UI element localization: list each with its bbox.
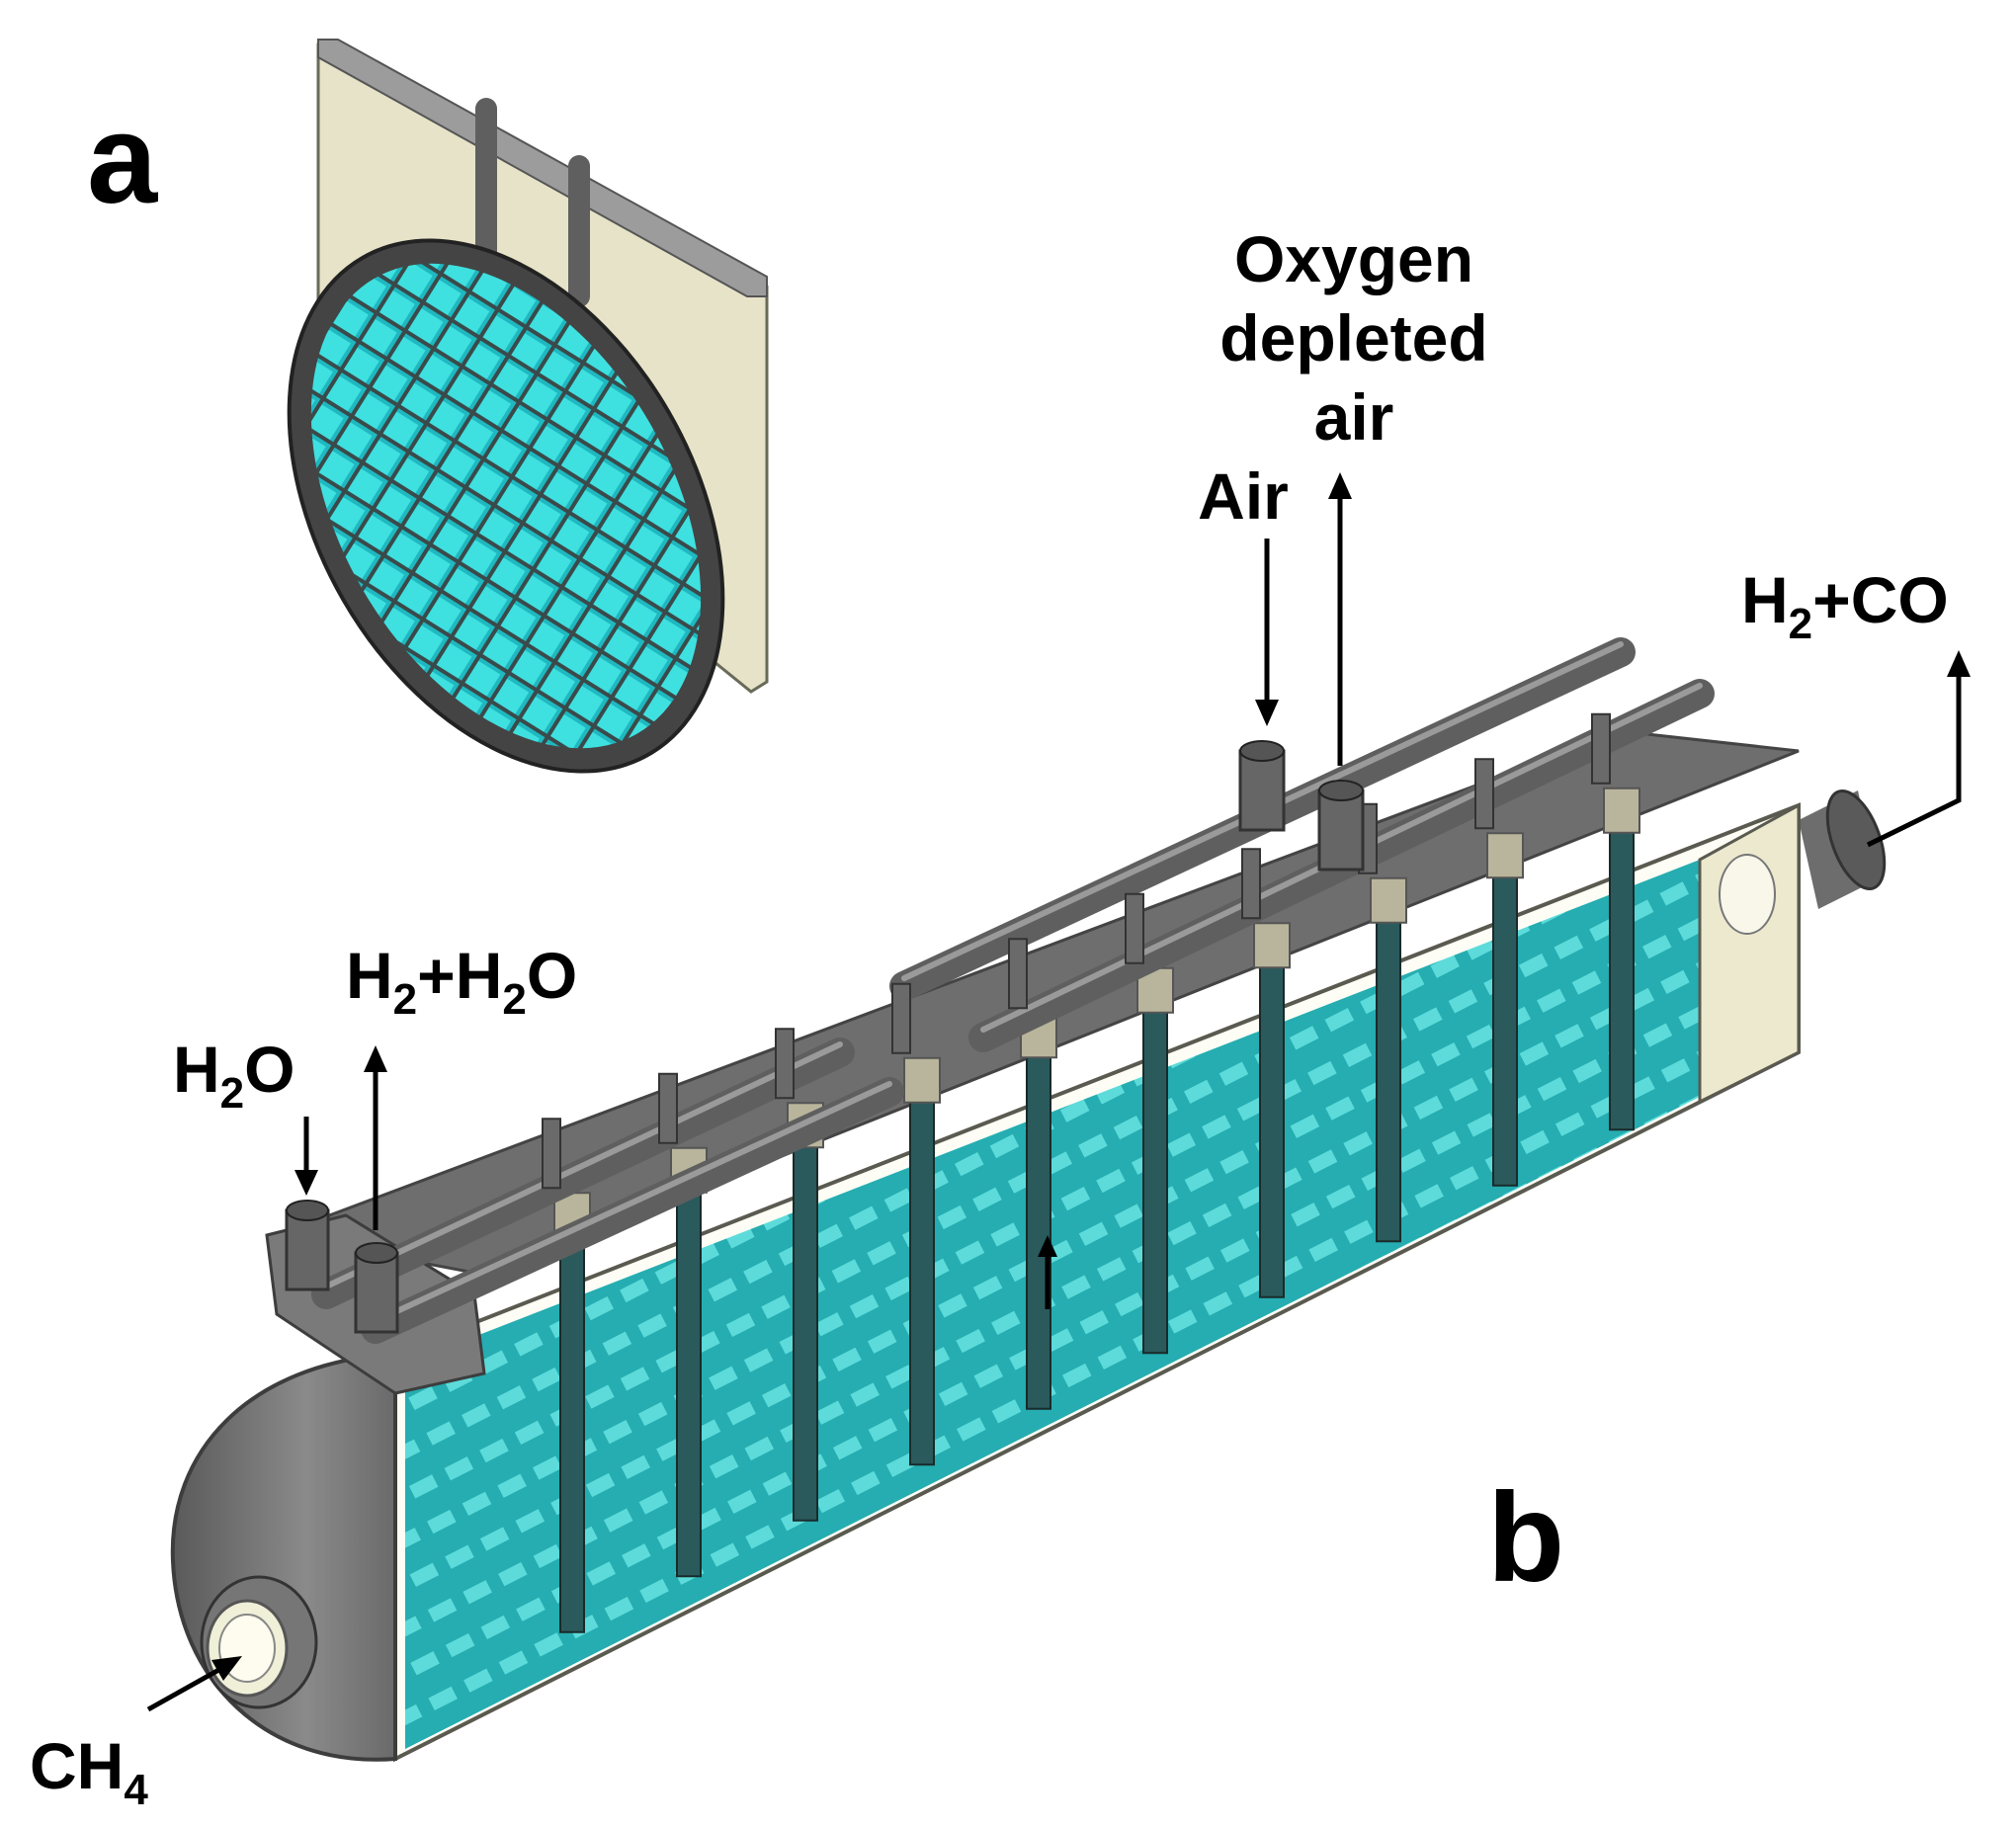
module-separator: [1492, 872, 1518, 1187]
riser-pipe: [891, 982, 911, 1054]
module-separator: [1026, 1051, 1051, 1410]
syngas-outlet-arrow: [1866, 672, 1962, 848]
module-separator: [793, 1141, 818, 1522]
label-oxygen-line1: Oxygen: [1234, 222, 1473, 295]
module-top-rail: [317, 39, 768, 297]
label-h2-h2o: H2+H2O: [346, 939, 577, 1024]
riser-pipe: [1591, 712, 1611, 785]
label-h2o: H2O: [173, 1033, 295, 1118]
membrane-grid: [310, 263, 702, 749]
module-separators: [553, 787, 1640, 1633]
methane-inlet-arrow: [146, 1665, 224, 1712]
module-risers: [542, 712, 1611, 1190]
separator-cap: [1253, 922, 1291, 969]
h2o-inlet-stub: [285, 1208, 330, 1291]
module-separator: [1142, 1006, 1168, 1355]
module-separator: [1259, 961, 1285, 1298]
h2-outlet-stub: [354, 1251, 399, 1334]
air-inlet-stub: [1238, 749, 1286, 832]
riser-pipe: [1474, 758, 1494, 830]
separator-cap: [1370, 876, 1407, 924]
separator-cap: [1603, 787, 1640, 834]
panel-b-reactor: [170, 637, 1887, 1763]
separator-cap: [903, 1056, 941, 1104]
module-separator: [559, 1231, 585, 1633]
manifold-h2-pipe: [361, 1077, 904, 1344]
label-air: Air: [1198, 459, 1289, 533]
depleted-air-outlet-stub: [1317, 789, 1365, 872]
manifold-h2o-pipe: [311, 1038, 855, 1309]
riser-pipe: [1008, 938, 1028, 1010]
flow-labels: Oxygen depleted air Air H2+CO H2+H2O H2O…: [30, 222, 1949, 1814]
module-separator: [676, 1186, 702, 1578]
label-oxygen-line2: depleted: [1219, 301, 1487, 374]
module-separator: [1376, 916, 1401, 1243]
riser-pipe: [775, 1028, 795, 1100]
panel-label-a: a: [87, 89, 158, 230]
inlet-end-cap: [170, 1351, 397, 1762]
module-separator: [1609, 826, 1635, 1131]
label-h2-co: H2+CO: [1741, 563, 1949, 648]
label-ch4: CH4: [30, 1729, 148, 1814]
label-oxygen-line3: air: [1314, 380, 1394, 454]
flow-arrows: [146, 472, 1971, 1712]
riser-pipe: [1125, 892, 1144, 964]
panel-label-b: b: [1487, 1467, 1564, 1609]
riser-pipe: [658, 1072, 678, 1144]
panel-a-membrane-module: [287, 39, 769, 774]
riser-pipe: [1241, 848, 1261, 920]
outlet-nozzle: [1799, 789, 1887, 909]
separator-cap: [1486, 832, 1524, 879]
module-separator: [909, 1096, 935, 1466]
riser-pipe: [542, 1118, 561, 1190]
